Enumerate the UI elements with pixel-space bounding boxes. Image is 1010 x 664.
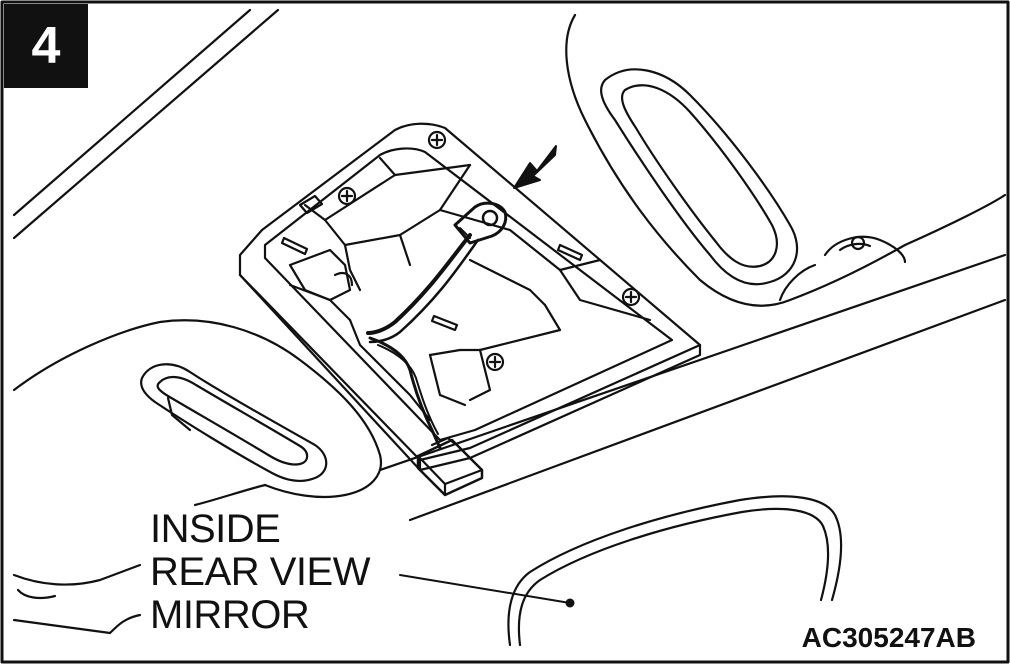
left-sun-visor — [12, 319, 383, 507]
harness-connector — [416, 436, 484, 497]
roof-edge-lines — [12, 8, 280, 240]
screws — [337, 130, 641, 372]
screw-icon — [621, 287, 641, 307]
lower-left-contours — [12, 563, 142, 635]
step-number-badge: 4 — [4, 4, 88, 88]
screw-icon — [337, 186, 357, 206]
inside-rear-view-mirror — [507, 495, 843, 647]
callout-line-2: REAR VIEW — [150, 550, 370, 594]
callout-leader — [399, 574, 575, 608]
mirror-callout-label: INSIDE REAR VIEW MIRROR — [150, 508, 370, 637]
headliner-lines — [378, 253, 1007, 522]
wiring-harness — [366, 201, 508, 450]
right-sun-visor — [565, 13, 1007, 307]
callout-line-1: INSIDE — [150, 507, 281, 551]
indicator-arrow — [513, 145, 557, 189]
screw-icon — [485, 352, 505, 372]
callout-line-3: MIRROR — [150, 593, 310, 637]
figure-code: AC305247AB — [801, 622, 976, 653]
step-number: 4 — [31, 17, 61, 75]
screw-icon — [427, 130, 447, 150]
